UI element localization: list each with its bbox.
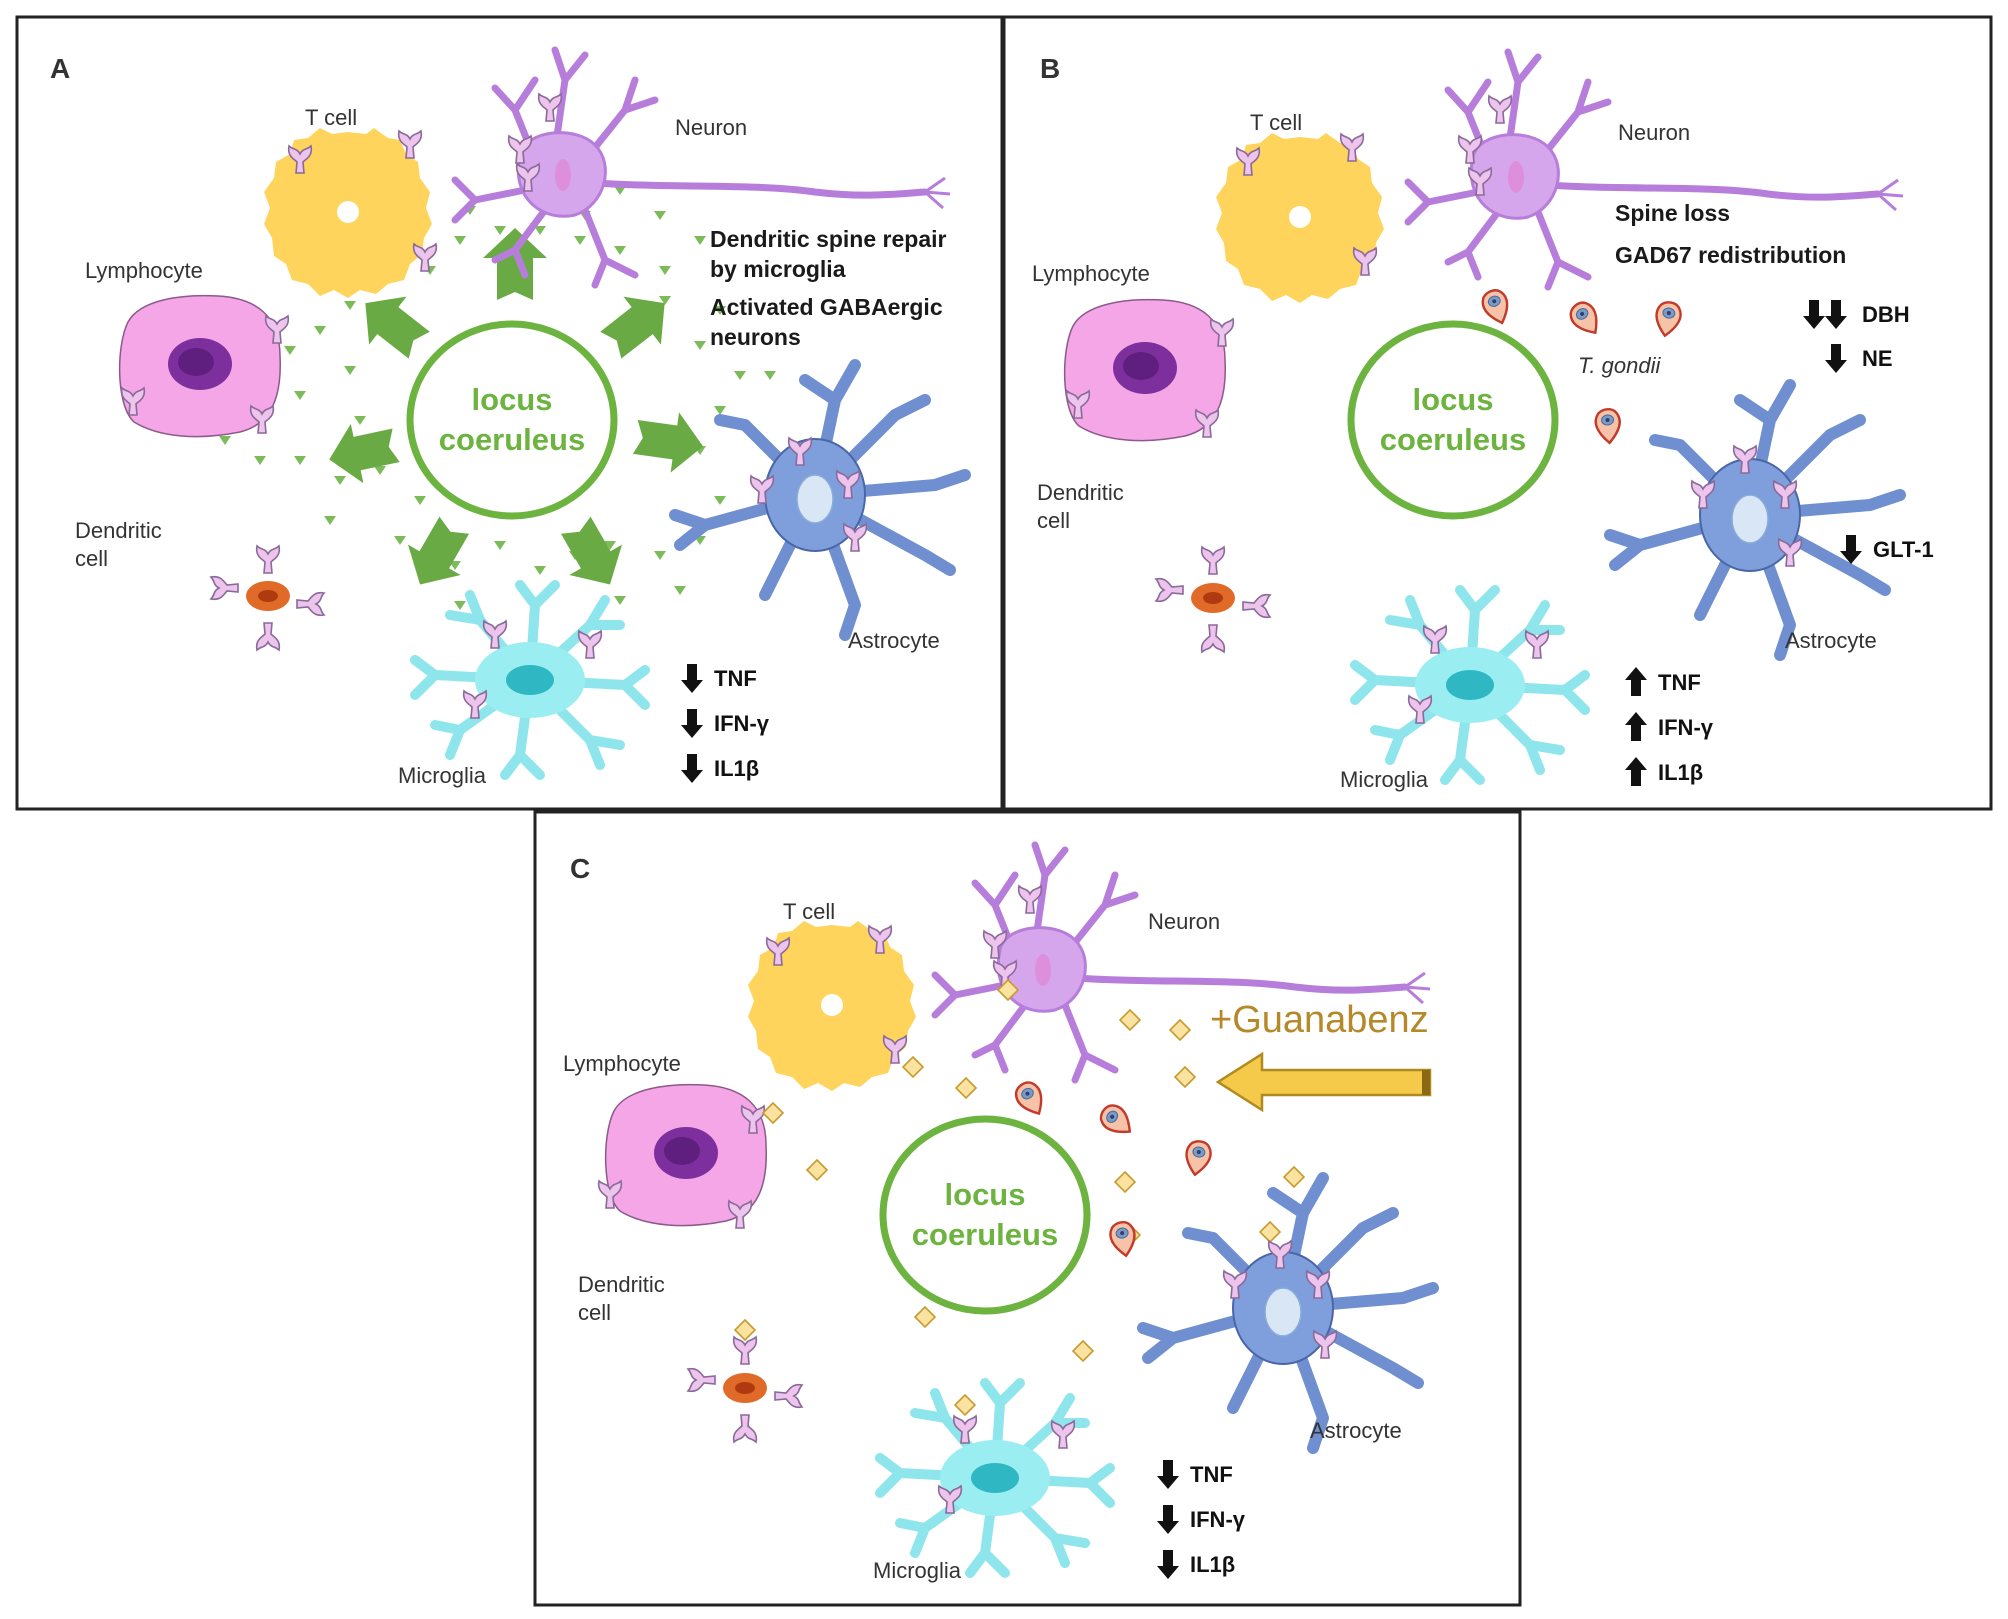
- lymphocyte-label: Lymphocyte: [1032, 261, 1150, 286]
- cytokine-ifn: IFN-γ: [1658, 715, 1714, 740]
- lymphocyte-label: Lymphocyte: [85, 258, 203, 283]
- neuron-label: Neuron: [675, 115, 747, 140]
- locus-coeruleus-ring: [1347, 320, 1559, 520]
- guanabenz-arrow-tail: [1422, 1070, 1430, 1095]
- locus-label-1: locus: [472, 382, 553, 417]
- astrocyte-label: Astrocyte: [1785, 628, 1877, 653]
- locus-label-2: coeruleus: [912, 1217, 1058, 1252]
- locus-label-1: locus: [1413, 382, 1494, 417]
- marker-glt1: GLT-1: [1873, 537, 1934, 562]
- marker-ne: NE: [1862, 346, 1893, 371]
- cytokine-tnf: TNF: [1658, 670, 1701, 695]
- cytokine-il1b: IL1β: [714, 756, 759, 781]
- microglia-label: Microglia: [398, 763, 487, 788]
- guanabenz-arrow: [1215, 1051, 1432, 1113]
- cytokine-il1b: IL1β: [1658, 760, 1703, 785]
- note-spine-loss: Spine loss: [1615, 200, 1730, 226]
- astrocyte-label: Astrocyte: [848, 628, 940, 653]
- note-line-4: neurons: [710, 324, 801, 350]
- dendritic-cell: [1191, 583, 1235, 613]
- t-cell-label: T cell: [305, 105, 357, 130]
- panel-c-letter: C: [570, 853, 590, 884]
- marker-dbh: DBH: [1862, 302, 1910, 327]
- cytokine-tnf: TNF: [1190, 1462, 1233, 1487]
- cytokine-tnf: TNF: [714, 666, 757, 691]
- dendritic-cell: [246, 581, 290, 611]
- lymphocyte-label: Lymphocyte: [563, 1051, 681, 1076]
- note-line-3: Activated GABAergic: [710, 294, 943, 320]
- cytokine-ifn: IFN-γ: [1190, 1507, 1246, 1532]
- panel-b: B locus coeruleus T cell Neuron Spine lo…: [1002, 15, 1993, 811]
- cytokine-ifn: IFN-γ: [714, 711, 770, 736]
- dendritic-label-2: cell: [578, 1300, 611, 1325]
- locus-label-1: locus: [945, 1177, 1026, 1212]
- dendritic-label-1: Dendritic: [1037, 480, 1124, 505]
- locus-coeruleus-ring: [879, 1115, 1091, 1315]
- locus-label-2: coeruleus: [439, 422, 585, 457]
- astrocyte-label: Astrocyte: [1310, 1418, 1402, 1443]
- microglia-label: Microglia: [1340, 767, 1429, 792]
- note-line-2: by microglia: [710, 256, 846, 282]
- locus-coeruleus-ring: [406, 320, 618, 520]
- panel-c: C locus coeruleus T cell Neuron Lymphocy…: [533, 810, 1522, 1607]
- note-gad67: GAD67 redistribution: [1615, 242, 1846, 268]
- panel-a-letter: A: [50, 53, 70, 84]
- dendritic-label-2: cell: [75, 546, 108, 571]
- parasite-label: T. gondii: [1578, 353, 1661, 378]
- neuron-label: Neuron: [1148, 909, 1220, 934]
- t-cell-label: T cell: [1250, 110, 1302, 135]
- t-cell-label: T cell: [783, 899, 835, 924]
- guanabenz-label: +Guanabenz: [1210, 999, 1429, 1041]
- locus-label-2: coeruleus: [1380, 422, 1526, 457]
- panel-a: A: [15, 15, 1004, 811]
- panel-b-letter: B: [1040, 53, 1060, 84]
- dendritic-cell: [723, 1373, 767, 1403]
- cytokine-il1b: IL1β: [1190, 1552, 1235, 1577]
- dendritic-label-2: cell: [1037, 508, 1070, 533]
- neuron-label: Neuron: [1618, 120, 1690, 145]
- microglia-label: Microglia: [873, 1558, 962, 1583]
- note-line-1: Dendritic spine repair: [710, 226, 947, 252]
- dendritic-label-1: Dendritic: [578, 1272, 665, 1297]
- dendritic-label-1: Dendritic: [75, 518, 162, 543]
